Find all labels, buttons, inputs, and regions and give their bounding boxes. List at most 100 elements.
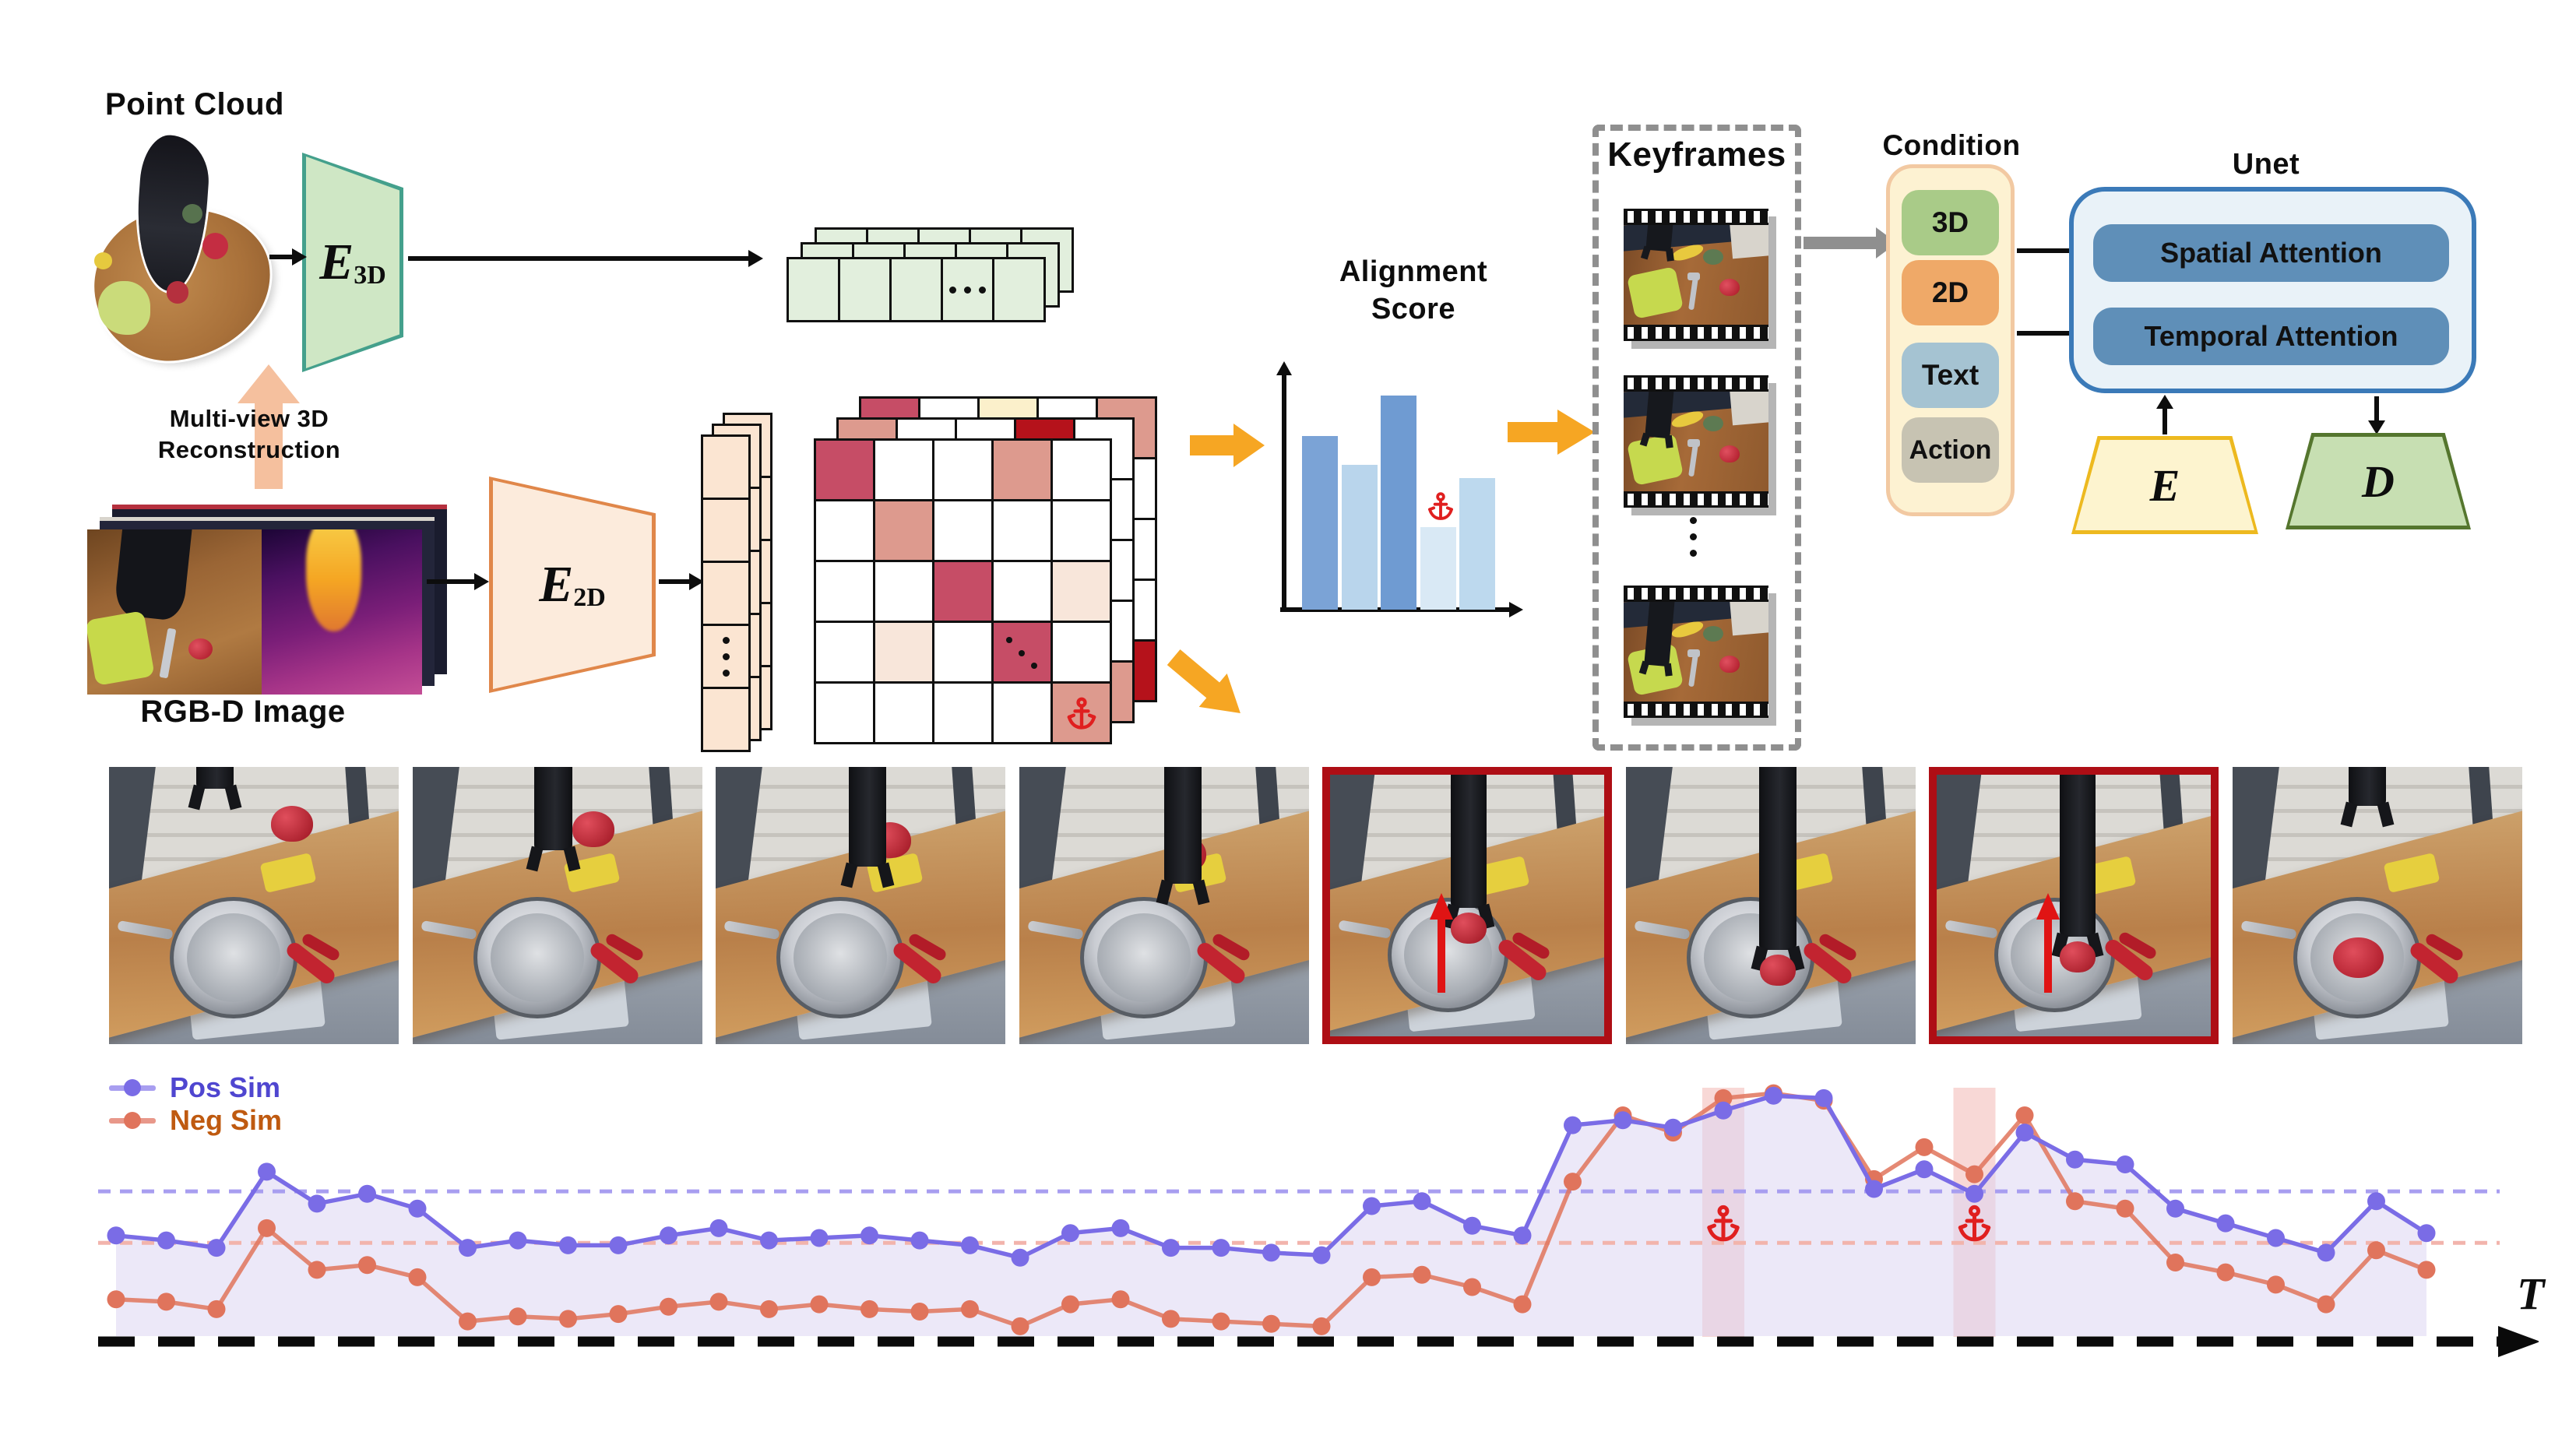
held-red-object [1450, 913, 1487, 944]
keyframe-scene [1624, 392, 1768, 491]
pos-point [2216, 1214, 2235, 1233]
feature-cell [701, 498, 751, 563]
matrix-cell [1050, 438, 1112, 501]
pot-interior [187, 913, 280, 1003]
robot-arm [1639, 392, 1674, 448]
unet-temporal-attention: Temporal Attention [2093, 308, 2449, 365]
matrix-cell [991, 438, 1053, 501]
ellipsis-vertical-icon [722, 636, 730, 677]
film-sprocket-top [1624, 586, 1768, 602]
pos-point [2317, 1243, 2335, 1262]
encoder-2d-subscript: 2D [573, 583, 606, 612]
legend-pos-line [109, 1079, 156, 1096]
film-sprocket-top [1624, 375, 1768, 392]
pos-point [1564, 1116, 1582, 1134]
neg-point [910, 1303, 929, 1321]
pos-point [709, 1219, 728, 1237]
pot-interior [794, 913, 887, 1003]
red-arrow-icon [1429, 892, 1453, 993]
rgbd-red-egg [188, 638, 213, 660]
red-arrow-icon [2036, 892, 2060, 993]
rgbd-label: RGB-D Image [140, 695, 346, 729]
matrix-cell [932, 681, 994, 744]
robot-arm [1156, 767, 1210, 905]
point-cloud-board-blob [97, 281, 150, 336]
pos-point [1212, 1239, 1230, 1257]
robot-arm [526, 767, 580, 872]
feature-cell [701, 434, 751, 500]
film-sprocket-bottom [1624, 325, 1768, 341]
neg-point [258, 1219, 276, 1237]
keyframe-thumbnail [1624, 586, 1768, 718]
condition-item-text: Text [1902, 343, 1999, 408]
matrix-cell [873, 560, 934, 623]
pos-point [2166, 1199, 2184, 1218]
pot-interior [491, 913, 584, 1003]
neg-point [1915, 1138, 1934, 1156]
encoder-3d-subscript: 3D [354, 261, 386, 290]
similarity-chart [98, 1084, 2539, 1357]
wall-corner [1729, 392, 1768, 426]
kitchen-scene [1330, 775, 1604, 1036]
pos-point [2367, 1192, 2385, 1211]
filmstrip-frame [1929, 767, 2219, 1044]
pos-point [2066, 1150, 2084, 1169]
pos-point [1061, 1224, 1079, 1243]
point-cloud-red-blob-2 [166, 281, 188, 304]
condition-item-3d: 3D [1902, 190, 1999, 255]
neg-point [2317, 1295, 2335, 1314]
arrow-condition-to-temporal [2017, 331, 2070, 336]
arrow-pointcloud-to-enc3d [269, 255, 293, 259]
alignment-title-line1: Alignment [1339, 255, 1488, 288]
filmstrip-frame [1019, 767, 1309, 1044]
matrix-cell [814, 560, 875, 623]
legend-neg-line [109, 1112, 156, 1129]
anchor-icon [1064, 695, 1100, 731]
alignment-bar [1420, 527, 1456, 610]
alignment-y-axis [1282, 374, 1286, 612]
neg-point [408, 1268, 427, 1286]
ellipsis-vertical-icon [1690, 517, 1697, 557]
latent-decoder: D [2286, 433, 2471, 529]
pos-point [1814, 1089, 1833, 1107]
alignment-title-line2: Score [1371, 293, 1456, 325]
filmstrip-frame [1626, 767, 1916, 1044]
rgbd-fork [159, 628, 177, 679]
arrow-enc2d-to-column [659, 579, 690, 584]
neg-point [1463, 1278, 1481, 1296]
filmstrip-frame [2233, 767, 2522, 1044]
neg-point [207, 1300, 226, 1318]
pos-point [1513, 1226, 1532, 1245]
pos-point [961, 1236, 979, 1254]
gripper-claw-right [1665, 248, 1674, 262]
keyframe-thumbnail [1624, 375, 1768, 508]
matrix-cell [873, 438, 934, 501]
neg-point [1162, 1310, 1180, 1328]
red-egg [1719, 279, 1740, 297]
matrix-cell [873, 621, 934, 684]
token-cell [889, 257, 943, 322]
red-egg [1719, 656, 1740, 674]
matrix-cell [991, 681, 1053, 744]
neg-point [2417, 1261, 2436, 1279]
matrix-cell [932, 621, 994, 684]
rgbd-robot-arm [113, 529, 194, 622]
feature-cell [701, 561, 751, 626]
neg-point [2066, 1192, 2084, 1211]
alignment-score-chart: Alignment Score [1269, 255, 1612, 629]
green-vegetable [1703, 625, 1724, 642]
kitchen-scene [1626, 767, 1916, 1044]
alignment-bar [1302, 436, 1338, 610]
matrix-cell [991, 621, 1053, 684]
pos-point [2417, 1224, 2436, 1243]
encoder-2d-symbol: E [539, 556, 574, 613]
alignment-bar [1341, 465, 1378, 610]
pos-point [559, 1236, 577, 1254]
condition-item-2d: 2D [1902, 260, 1999, 325]
pos-point [609, 1236, 628, 1254]
neg-point [2216, 1263, 2235, 1282]
arrow-enc3d-to-tokens [408, 256, 749, 261]
green-vegetable [1703, 415, 1724, 431]
neg-point [760, 1300, 778, 1318]
